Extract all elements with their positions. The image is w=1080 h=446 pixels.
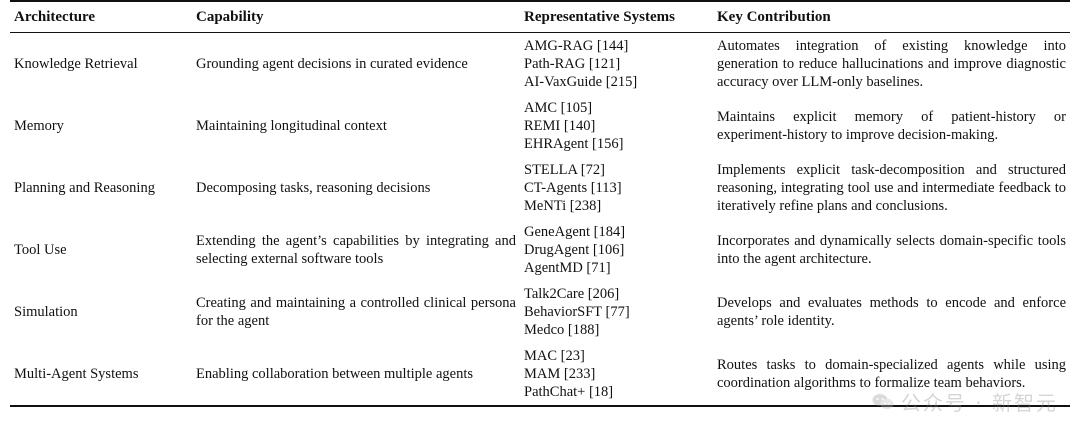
table-row: Simulation Creating and maintaining a co… — [10, 281, 1070, 343]
system-name: CT-Agents [113] — [524, 180, 622, 196]
system-name: MAC [23] — [524, 348, 585, 364]
system-name: GeneAgent [184] — [524, 224, 626, 240]
system-name: AMC [105] — [524, 100, 593, 116]
cell-capability: Creating and maintaining a controlled cl… — [196, 295, 516, 329]
header-capability: Capability — [196, 9, 264, 25]
cell-architecture: Planning and Reasoning — [14, 180, 155, 196]
cell-architecture: Simulation — [14, 304, 78, 320]
header-systems: Representative Systems — [524, 9, 675, 25]
cell-contribution: Implements explicit task-decomposition a… — [717, 162, 1066, 214]
cell-contribution: Incorporates and dynamically selects dom… — [717, 233, 1066, 267]
table-row: Tool Use Extending the agent’s capabilit… — [10, 219, 1070, 281]
cell-contribution: Routes tasks to domain-specialized agent… — [717, 357, 1066, 391]
cell-systems: GeneAgent [184] DrugAgent [106] AgentMD … — [520, 219, 713, 281]
system-name: AMG-RAG [144] — [524, 38, 629, 54]
cell-architecture: Tool Use — [14, 242, 67, 258]
cell-systems: MAC [23] MAM [233] PathChat+ [18] — [520, 343, 713, 406]
cell-architecture: Knowledge Retrieval — [14, 56, 138, 72]
cell-architecture: Multi-Agent Systems — [14, 366, 139, 382]
cell-systems: STELLA [72] CT-Agents [113] MeNTi [238] — [520, 157, 713, 219]
system-name: AI-VaxGuide [215] — [524, 74, 638, 90]
system-name: REMI [140] — [524, 118, 596, 134]
header-row: Architecture Capability Representative S… — [10, 1, 1070, 33]
system-name: STELLA [72] — [524, 162, 605, 178]
table-row: Multi-Agent Systems Enabling collaborati… — [10, 343, 1070, 406]
system-name: AgentMD [71] — [524, 260, 611, 276]
system-name: MeNTi [238] — [524, 198, 602, 214]
cell-contribution: Maintains explicit memory of patient-his… — [717, 109, 1066, 143]
cell-capability: Decomposing tasks, reasoning decisions — [196, 180, 431, 196]
system-name: Talk2Care [206] — [524, 286, 620, 302]
cell-capability: Grounding agent decisions in curated evi… — [196, 56, 468, 72]
cell-systems: AMG-RAG [144] Path-RAG [121] AI-VaxGuide… — [520, 33, 713, 96]
system-name: PathChat+ [18] — [524, 384, 614, 400]
table-row: Memory Maintaining longitudinal context … — [10, 95, 1070, 157]
cell-systems: Talk2Care [206] BehaviorSFT [77] Medco [… — [520, 281, 713, 343]
system-name: EHRAgent [156] — [524, 136, 624, 152]
system-name: MAM [233] — [524, 366, 596, 382]
table-header: Architecture Capability Representative S… — [10, 1, 1070, 33]
cell-capability: Extending the agent’s capabilities by in… — [196, 233, 516, 267]
cell-systems: AMC [105] REMI [140] EHRAgent [156] — [520, 95, 713, 157]
table-row: Knowledge Retrieval Grounding agent deci… — [10, 33, 1070, 96]
header-contribution: Key Contribution — [717, 9, 831, 25]
system-name: BehaviorSFT [77] — [524, 304, 630, 320]
header-architecture: Architecture — [14, 9, 96, 25]
cell-contribution: Develops and evaluates methods to encode… — [717, 295, 1066, 329]
table-row: Planning and Reasoning Decomposing tasks… — [10, 157, 1070, 219]
cell-contribution: Automates integration of existing knowle… — [717, 38, 1066, 90]
system-name: Path-RAG [121] — [524, 56, 621, 72]
system-name: Medco [188] — [524, 322, 600, 338]
table-body: Knowledge Retrieval Grounding agent deci… — [10, 33, 1070, 406]
architecture-table: Architecture Capability Representative S… — [10, 0, 1070, 407]
cell-architecture: Memory — [14, 118, 64, 134]
cell-capability: Enabling collaboration between multiple … — [196, 366, 474, 382]
cell-capability: Maintaining longitudinal context — [196, 118, 387, 134]
system-name: DrugAgent [106] — [524, 242, 625, 258]
